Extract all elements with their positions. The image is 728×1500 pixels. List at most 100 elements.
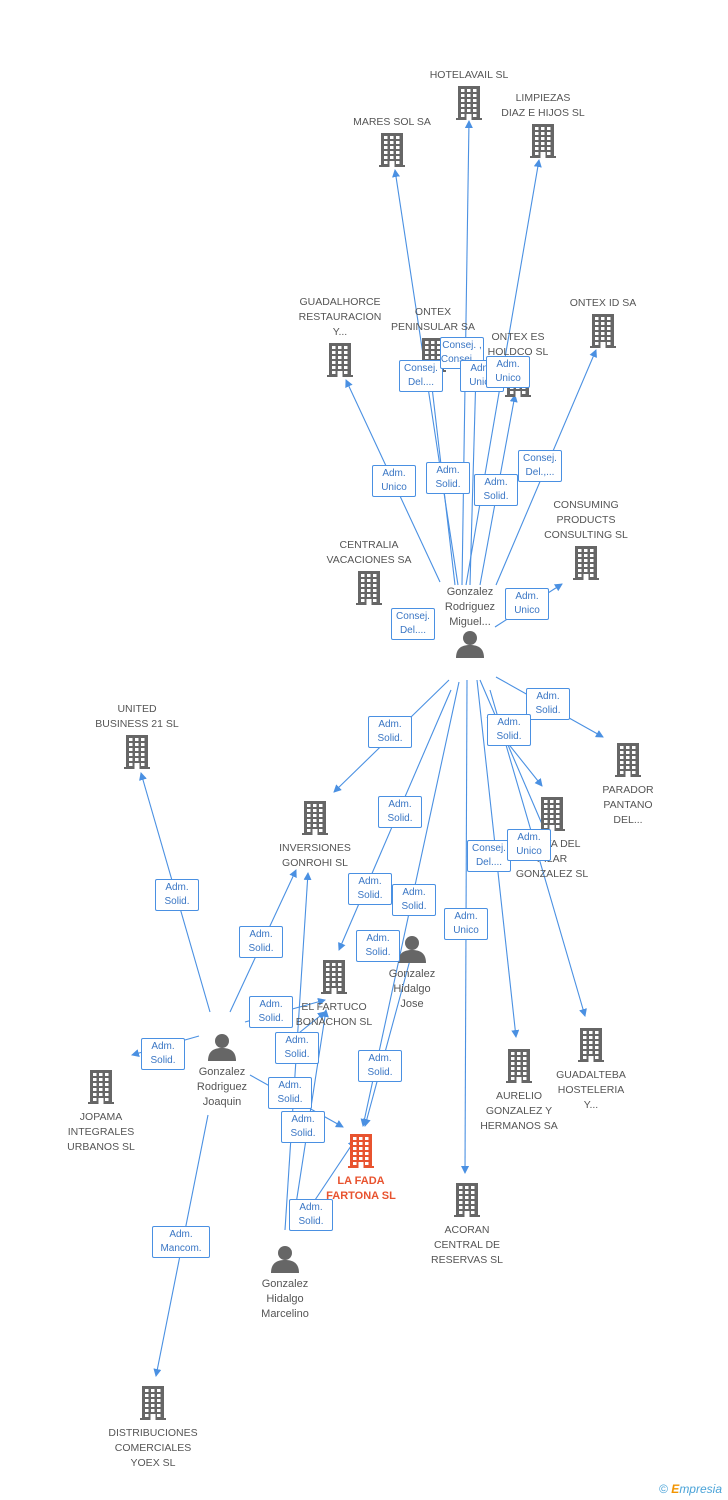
company-node-parador[interactable]: PARADOR PANTANO DEL...	[568, 743, 688, 828]
company-node-acoran[interactable]: ACORAN CENTRAL DE RESERVAS SL	[407, 1183, 527, 1268]
relation-label[interactable]: Adm. Solid.	[275, 1032, 319, 1064]
person-node-miguel[interactable]: Gonzalez Rodriguez Miguel...	[410, 585, 530, 658]
relation-label[interactable]: Adm. Unico	[486, 356, 530, 388]
company-label: MARES SOL SA	[353, 116, 431, 128]
company-node-aurelio[interactable]: AURELIO GONZALEZ Y HERMANOS SA	[459, 1049, 579, 1134]
relation-label[interactable]: Consej. Del....	[391, 608, 435, 640]
brand-rest: mpresia	[679, 1482, 722, 1496]
person-node-joaquin[interactable]: Gonzalez Rodriguez Joaquin	[162, 1033, 282, 1110]
relation-edge	[362, 959, 411, 1127]
company-label: GUADALHORCE RESTAURACION Y...	[298, 296, 382, 338]
relation-label[interactable]: Adm. Unico	[444, 908, 488, 940]
brand-initial: E	[671, 1482, 680, 1496]
company-node-centralia[interactable]: CENTRALIA VACACIONES SA	[309, 538, 429, 605]
relation-edge	[479, 679, 549, 839]
person-label: Gonzalez Hidalgo Marcelino	[261, 1278, 309, 1320]
company-label: ONTEX ID SA	[569, 297, 637, 309]
building-icon	[302, 801, 328, 835]
relation-label[interactable]: Adm. Unico	[505, 588, 549, 620]
building-icon	[348, 1134, 374, 1168]
building-icon	[379, 133, 405, 167]
relation-label[interactable]: Adm. Solid.	[426, 462, 470, 494]
person-node-marcelino[interactable]: Gonzalez Hidalgo Marcelino	[225, 1245, 345, 1322]
building-icon	[615, 743, 641, 777]
relation-label[interactable]: Adm. Unico	[507, 829, 551, 861]
company-label: LA FADA FARTONA SL	[326, 1175, 396, 1202]
relation-label[interactable]: Adm. Solid.	[348, 873, 392, 905]
person-icon	[208, 1034, 236, 1061]
company-node-hotelavail[interactable]: HOTELAVAIL SL	[409, 68, 529, 120]
company-node-fartuco[interactable]: EL FARTUCO BONACHON SL	[274, 960, 394, 1030]
building-icon	[140, 1386, 166, 1420]
company-label: INVERSIONES GONROHI SL	[279, 842, 351, 869]
building-icon	[88, 1070, 114, 1104]
company-label: PARADOR PANTANO DEL...	[602, 784, 654, 826]
relation-label[interactable]: Adm. Solid.	[239, 926, 283, 958]
company-label: CONSUMING PRODUCTS CONSULTING SL	[544, 499, 628, 541]
person-label: Gonzalez Rodriguez Joaquin	[196, 1066, 248, 1108]
relation-label[interactable]: Adm. Solid.	[392, 884, 436, 916]
company-label: JOPAMA INTEGRALES URBANOS SL	[67, 1111, 135, 1153]
relation-label[interactable]: Adm. Solid.	[289, 1199, 333, 1231]
building-icon	[578, 1028, 604, 1062]
person-icon	[398, 936, 426, 963]
relation-label[interactable]: Adm. Solid.	[358, 1050, 402, 1082]
building-icon	[590, 314, 616, 348]
company-node-distribuciones[interactable]: DISTRIBUCIONES COMERCIALES YOEX SL	[93, 1386, 213, 1471]
copyright-symbol: ©	[659, 1482, 668, 1496]
company-label: AURELIO GONZALEZ Y HERMANOS SA	[480, 1090, 558, 1132]
relation-label[interactable]: Adm. Solid.	[155, 879, 199, 911]
company-node-lafada[interactable]: LA FADA FARTONA SL	[301, 1134, 421, 1204]
person-icon	[456, 631, 484, 658]
company-label: UNITED BUSINESS 21 SL	[95, 703, 179, 730]
relation-label[interactable]: Consej. Del.,...	[518, 450, 562, 482]
person-node-jose[interactable]: Gonzalez Hidalgo Jose	[352, 935, 472, 1012]
relation-label[interactable]: Adm. Solid.	[474, 474, 518, 506]
company-label: GUADALTEBA HOSTELERIA Y...	[556, 1069, 626, 1111]
company-node-guadalteba[interactable]: GUADALTEBA HOSTELERIA Y...	[531, 1028, 651, 1113]
relation-label[interactable]: Adm. Solid.	[368, 716, 412, 748]
building-icon	[573, 546, 599, 580]
company-node-guadalhorce[interactable]: GUADALHORCE RESTAURACION Y...	[280, 295, 400, 377]
building-icon	[356, 571, 382, 605]
company-node-mares[interactable]: MARES SOL SA	[332, 115, 452, 167]
company-label: HOTELAVAIL SL	[429, 69, 509, 81]
company-label: LIMPIEZAS DIAZ E HIJOS SL	[501, 92, 585, 119]
company-node-consuming[interactable]: CONSUMING PRODUCTS CONSULTING SL	[526, 498, 646, 580]
relation-label[interactable]: Adm. Solid.	[378, 796, 422, 828]
relation-edge	[469, 371, 480, 586]
building-icon	[321, 960, 347, 994]
company-label: DISTRIBUCIONES COMERCIALES YOEX SL	[108, 1427, 198, 1469]
building-icon	[456, 86, 482, 120]
building-icon	[454, 1183, 480, 1217]
relation-label[interactable]: Adm. Unico	[372, 465, 416, 497]
company-label: EL FARTUCO BONACHON SL	[295, 1001, 373, 1028]
relation-label[interactable]: Adm. Mancom.	[152, 1226, 210, 1258]
company-node-jopama[interactable]: JOPAMA INTEGRALES URBANOS SL	[41, 1070, 161, 1155]
building-icon	[327, 343, 353, 377]
person-icon	[271, 1246, 299, 1273]
company-label: ACORAN CENTRAL DE RESERVAS SL	[431, 1224, 503, 1266]
building-icon	[506, 1049, 532, 1083]
building-icon	[124, 735, 150, 769]
relation-label[interactable]: Adm. Solid.	[526, 688, 570, 720]
relation-label[interactable]: Adm. Solid.	[268, 1077, 312, 1109]
company-label: ONTEX ES HOLDCO SL	[487, 331, 549, 358]
relation-label[interactable]: Consej. Del....	[399, 360, 443, 392]
company-label: CENTRALIA VACACIONES SA	[326, 539, 412, 566]
company-node-ontex-id[interactable]: ONTEX ID SA	[543, 296, 663, 348]
company-node-limpiezas[interactable]: LIMPIEZAS DIAZ E HIJOS SL	[483, 91, 603, 158]
empresia-watermark: © Empresia	[659, 1482, 722, 1496]
relation-label[interactable]: Adm. Solid.	[249, 996, 293, 1028]
company-label: ONTEX PENINSULAR SA	[390, 306, 476, 333]
building-icon	[539, 797, 565, 831]
relation-label[interactable]: Consej. Del....	[467, 840, 511, 872]
relation-label[interactable]: Adm. Solid.	[141, 1038, 185, 1070]
person-label: Gonzalez Rodriguez Miguel...	[444, 586, 496, 628]
relation-label[interactable]: Adm. Solid.	[356, 930, 400, 962]
company-node-inversiones[interactable]: INVERSIONES GONROHI SL	[255, 801, 375, 871]
relation-label[interactable]: Adm. Solid.	[487, 714, 531, 746]
company-node-united[interactable]: UNITED BUSINESS 21 SL	[77, 702, 197, 769]
relation-label[interactable]: Adm. Solid.	[281, 1111, 325, 1143]
